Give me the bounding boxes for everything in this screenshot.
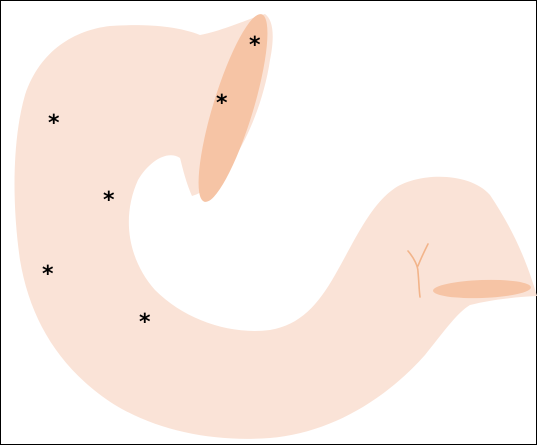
marker-asterisk: *: [48, 111, 60, 136]
organ-body: [15, 14, 537, 439]
marker-asterisk: *: [139, 310, 151, 335]
marker-asterisk: *: [249, 33, 261, 58]
marker-asterisk: *: [103, 188, 115, 213]
marker-asterisk: *: [42, 262, 54, 287]
marker-asterisk: *: [216, 91, 228, 116]
